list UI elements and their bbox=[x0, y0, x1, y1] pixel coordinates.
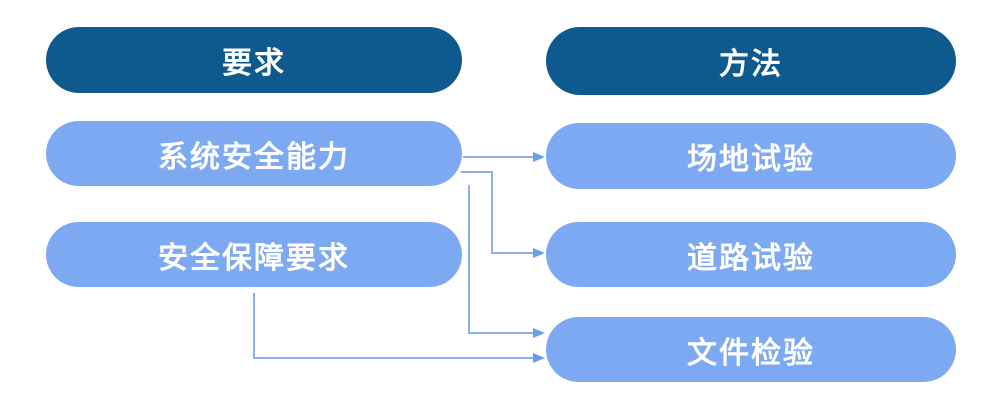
edge-sys-safety-to-doc-inspection bbox=[468, 185, 545, 338]
edge-safety-assurance-to-doc-inspection bbox=[253, 293, 545, 363]
node-system-safety-capability: 系统安全能力 bbox=[46, 121, 462, 186]
node-document-inspection: 文件检验 bbox=[546, 317, 956, 382]
node-methods-header: 方法 bbox=[546, 27, 956, 95]
node-requirements-header: 要求 bbox=[46, 27, 462, 93]
node-safety-assurance-requirements: 安全保障要求 bbox=[46, 222, 462, 287]
edge-sys-safety-to-road-test bbox=[461, 171, 545, 258]
node-road-test: 道路试验 bbox=[546, 222, 956, 287]
node-field-test: 场地试验 bbox=[546, 123, 956, 189]
